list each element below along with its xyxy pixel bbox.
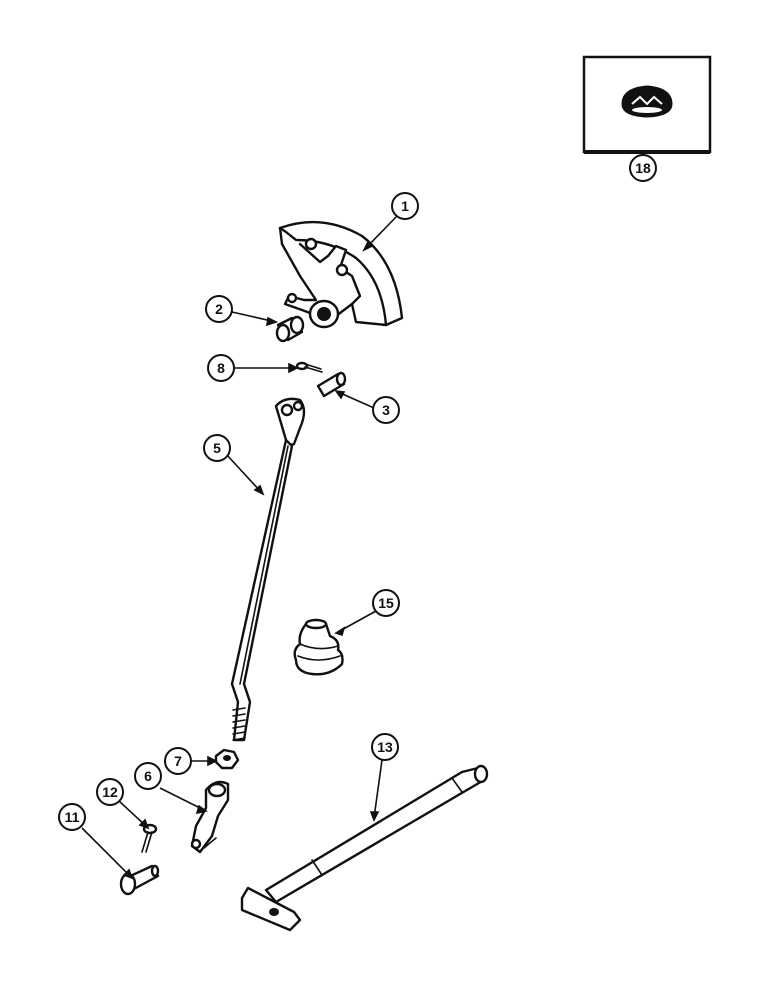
plug-cap-drawing (621, 85, 673, 118)
callout-6-label: 6 (144, 768, 152, 784)
callout-2-label: 2 (215, 301, 223, 317)
boot-part-15 (293, 618, 344, 676)
callout-15-label: 15 (378, 595, 394, 611)
callout-3: 3 (372, 396, 400, 424)
callout-8-label: 8 (217, 360, 225, 376)
callout-5-label: 5 (213, 440, 221, 456)
bushing-part-2 (275, 315, 305, 343)
pin-part-3 (316, 371, 347, 398)
callout-8: 8 (207, 354, 235, 382)
quadrant-part-1 (278, 220, 404, 329)
shaft-part-13 (240, 764, 489, 932)
callout-11: 11 (58, 803, 86, 831)
rod-part-5 (230, 397, 306, 742)
callout-18-label: 18 (635, 160, 651, 176)
callout-7-label: 7 (174, 753, 182, 769)
inset-part-18 (582, 55, 712, 154)
callout-18: 18 (629, 154, 657, 182)
rod-thread (232, 707, 246, 741)
callout-13: 13 (371, 733, 399, 761)
callout-6: 6 (134, 762, 162, 790)
callout-1-label: 1 (401, 198, 409, 214)
nut-part-7 (214, 748, 240, 770)
callout-7: 7 (164, 747, 192, 775)
callout-12-label: 12 (102, 784, 118, 800)
callout-11-label: 11 (65, 809, 80, 825)
cotter-pin-part-8 (295, 361, 323, 373)
clevis-pin-part-11 (119, 864, 160, 896)
callout-5: 5 (203, 434, 231, 462)
callout-13-label: 13 (377, 739, 393, 755)
callout-1: 1 (391, 192, 419, 220)
callout-15: 15 (372, 589, 400, 617)
clevis-part-6 (190, 780, 230, 854)
callout-3-label: 3 (382, 402, 390, 418)
leader-lines (81, 152, 644, 880)
callout-2: 2 (205, 295, 233, 323)
callout-12: 12 (96, 778, 124, 806)
